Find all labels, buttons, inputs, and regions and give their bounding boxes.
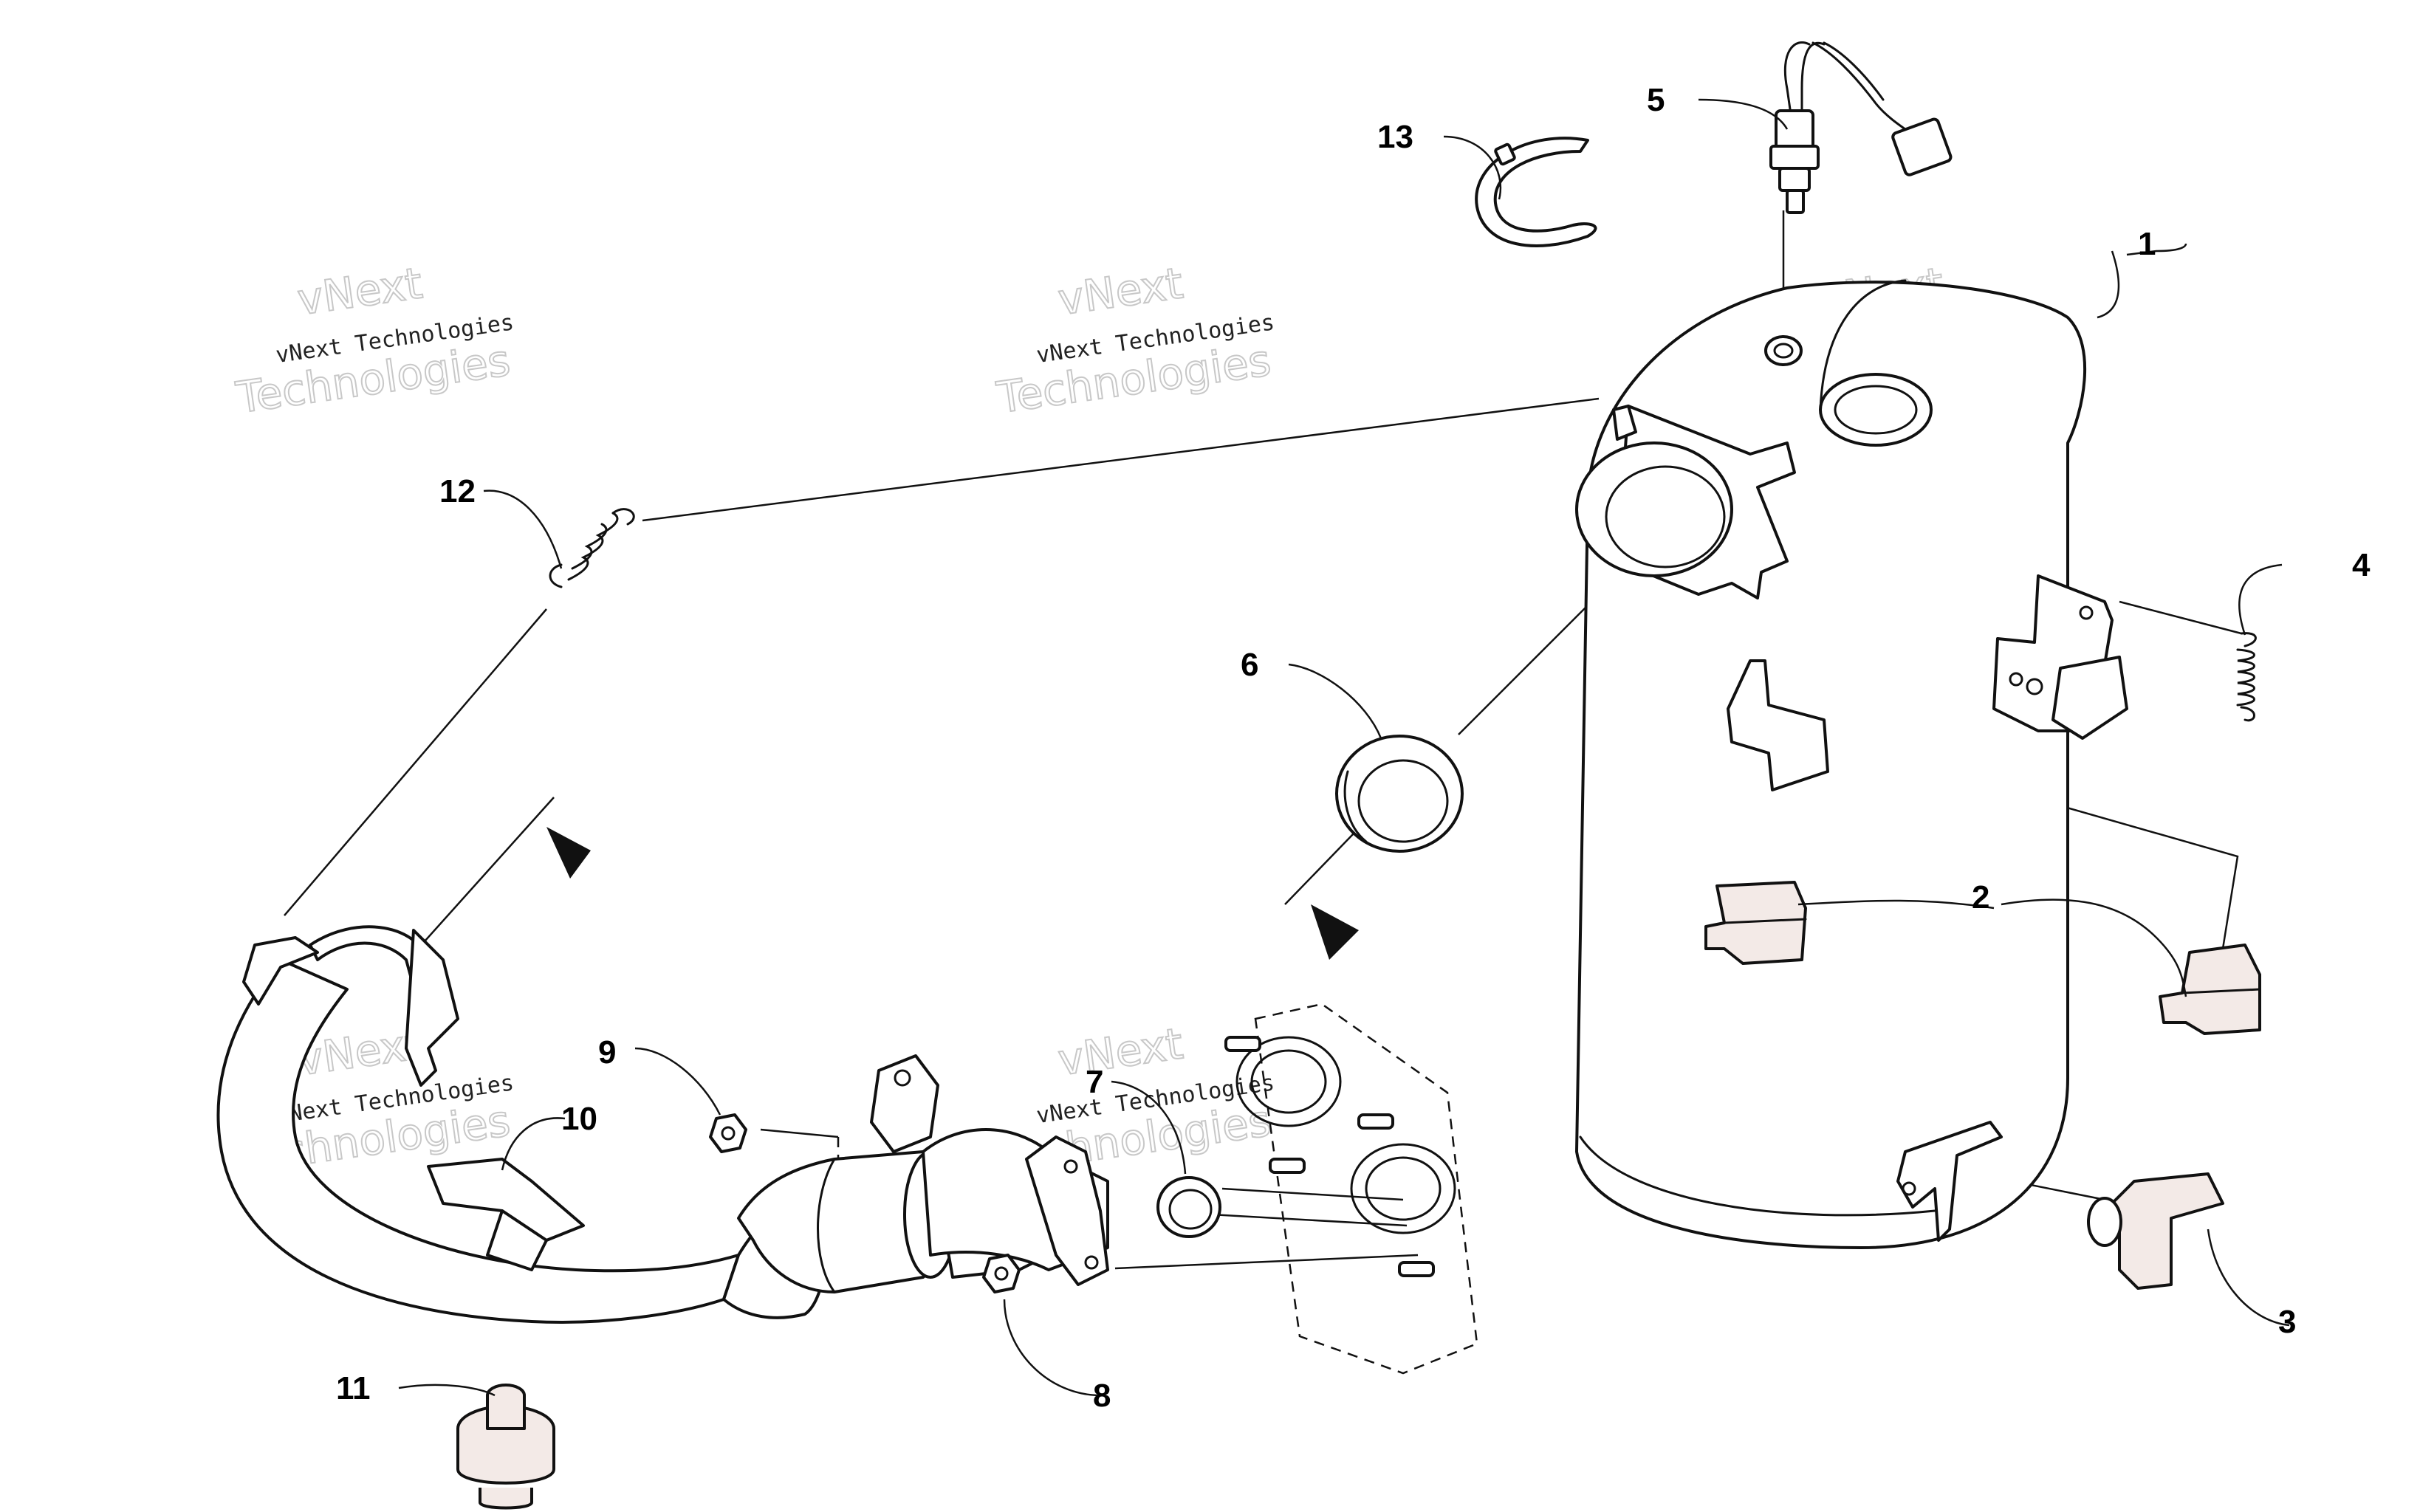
callout-9: 9 <box>598 1034 616 1071</box>
callout-10: 10 <box>561 1101 597 1137</box>
callout-8: 8 <box>1093 1378 1111 1414</box>
callout-1: 1 <box>2138 226 2156 262</box>
watermark-1: vNext Technologies vNext Technologies <box>232 257 515 424</box>
engine-exhaust-port-flange <box>1224 1003 1478 1375</box>
direction-arrow-lower <box>1311 904 1359 960</box>
callout-2: 2 <box>1972 879 1989 915</box>
grommet-lower <box>2159 944 2261 1035</box>
exhaust-gasket <box>1156 1176 1221 1238</box>
muffler-inlet-flange <box>1575 405 1796 599</box>
direction-arrow-upper <box>546 827 591 879</box>
spring-upper-left <box>549 508 635 588</box>
muffler-bracket-right <box>1992 574 2128 740</box>
muffler-bottom-bracket <box>1896 1121 2003 1242</box>
callout-6: 6 <box>1241 647 1258 683</box>
grommet-upper <box>1704 881 1807 965</box>
muffler-bracket-left <box>1727 659 1829 791</box>
callout-3: 3 <box>2278 1304 2296 1340</box>
callout-11: 11 <box>336 1370 371 1406</box>
svg-text:vNext: vNext <box>295 258 425 325</box>
callout-7: 7 <box>1086 1064 1103 1100</box>
heat-shield <box>427 1158 585 1271</box>
callout-4: 4 <box>2352 547 2371 583</box>
grommet-bottom <box>2087 1172 2224 1290</box>
svg-text:vNext: vNext <box>1055 258 1186 325</box>
svg-text:vNext: vNext <box>1055 1018 1186 1085</box>
oxygen-sensor <box>1769 41 1953 214</box>
clamp-band <box>1475 137 1597 247</box>
callout-5: 5 <box>1647 82 1665 118</box>
callout-13: 13 <box>1377 119 1413 155</box>
watermark-2: vNext Technologies vNext Technologies <box>993 257 1276 424</box>
spring-right <box>2236 632 2257 722</box>
callout-leaders <box>398 98 2290 1397</box>
callout-12: 12 <box>439 473 476 509</box>
exhaust-manifold-flange <box>870 1054 1109 1286</box>
flange-nut-8 <box>982 1254 1021 1293</box>
flange-nut-9 <box>709 1113 747 1153</box>
grommet-11 <box>456 1384 555 1510</box>
inlet-gasket-ring <box>1335 735 1464 853</box>
callout-numbers: 1 2 3 4 5 6 7 8 9 10 11 12 13 <box>336 82 2371 1414</box>
